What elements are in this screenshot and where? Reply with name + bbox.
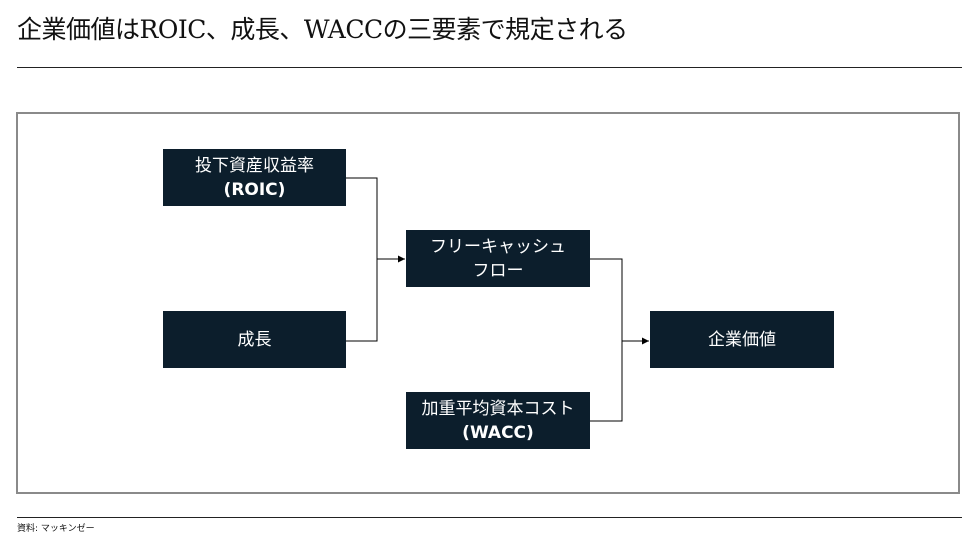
diagram-frame xyxy=(16,112,960,494)
enterprise-value-box: 企業価値 xyxy=(650,311,834,368)
growth-label: 成長 xyxy=(237,329,272,350)
source-note: 資料: マッキンゼー xyxy=(17,524,95,534)
growth-box: 成長 xyxy=(163,311,346,368)
fcf-box: フリーキャッシュ フロー xyxy=(406,230,590,287)
wacc-abbrev: (WACC) xyxy=(462,422,534,443)
fcf-label-line1: フリーキャッシュ xyxy=(430,236,566,257)
connector-fcf-wacc-to-value xyxy=(590,258,623,422)
roic-box: 投下資産収益率 (ROIC) xyxy=(163,149,346,206)
fcf-label-line2: フロー xyxy=(472,260,524,281)
title-divider xyxy=(17,67,962,68)
page-title: 企業価値はROIC、成長、WACCの三要素で規定される xyxy=(17,15,628,44)
wacc-label: 加重平均資本コスト xyxy=(421,398,575,419)
wacc-box: 加重平均資本コスト (WACC) xyxy=(406,392,590,449)
connector-roic-growth-to-fcf xyxy=(346,177,378,342)
enterprise-value-label: 企業価値 xyxy=(708,329,776,350)
footer-divider xyxy=(17,517,962,518)
roic-label: 投下資産収益率 xyxy=(195,155,314,176)
roic-abbrev: (ROIC) xyxy=(223,179,286,200)
